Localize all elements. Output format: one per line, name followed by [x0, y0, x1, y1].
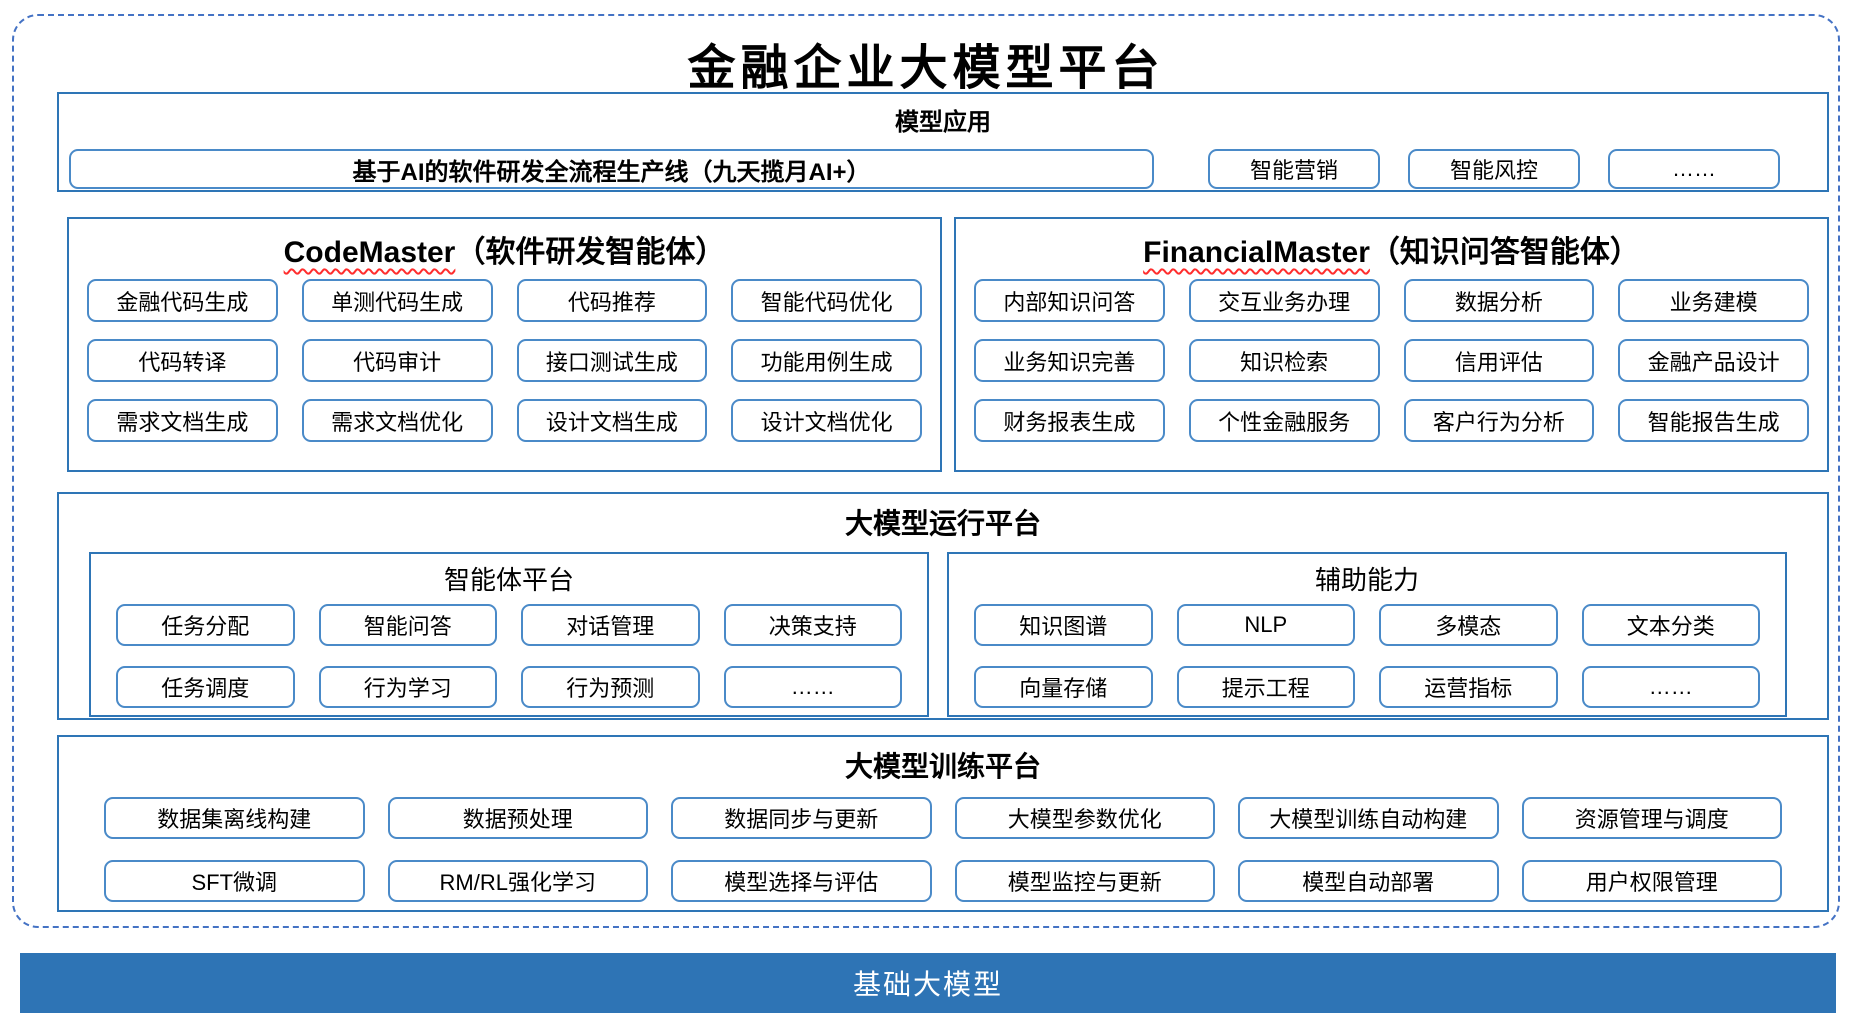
agents-row: CodeMaster（软件研发智能体） 金融代码生成单测代码生成代码推荐智能代码…: [57, 217, 1829, 472]
financialmaster-items-grid: 内部知识问答交互业务办理数据分析业务建模业务知识完善知识检索信用评估金融产品设计…: [956, 279, 1827, 442]
aux-capabilities-grid: 知识图谱 NLP 多模态文本分类向量存储提示工程运营指标 ……: [949, 604, 1785, 708]
codemaster-panel: CodeMaster（软件研发智能体） 金融代码生成单测代码生成代码推荐智能代码…: [67, 217, 942, 472]
financialmaster-item: 智能报告生成: [1618, 399, 1809, 442]
training-item: 用户权限管理: [1521, 860, 1782, 902]
aux-capabilities-group: 辅助能力 知识图谱 NLP 多模态文本分类向量存储提示工程运营指标 ……: [947, 552, 1787, 717]
financialmaster-item: 业务建模: [1618, 279, 1809, 322]
codemaster-item: 代码推荐: [516, 279, 708, 322]
training-item: 大模型训练自动构建: [1238, 797, 1499, 839]
codemaster-item: 需求文档优化: [301, 399, 493, 442]
section-training-platform: 大模型训练平台 数据集离线构建数据预处理数据同步与更新大模型参数优化大模型训练自…: [57, 735, 1829, 912]
codemaster-item: 设计文档生成: [516, 399, 708, 442]
aux-capabilities-title: 辅助能力: [1314, 565, 1419, 595]
financialmaster-item: 信用评估: [1403, 339, 1595, 382]
agent-platform-item: ……: [723, 666, 902, 708]
training-item: RM/RL强化学习: [387, 860, 648, 902]
financialmaster-item: 财务报表生成: [974, 399, 1165, 442]
section-model-applications: 模型应用 基于AI的软件研发全流程生产线（九天揽月AI+） 智能营销智能风控 ……: [57, 92, 1829, 192]
aux-capability-item: 运营指标: [1379, 666, 1558, 708]
section-runtime-platform: 大模型运行平台 智能体平台 任务分配智能问答对话管理决策支持任务调度行为学习行为…: [57, 492, 1829, 720]
model-application-items: 智能营销智能风控 ……: [1208, 149, 1780, 189]
financialmaster-item: 金融产品设计: [1618, 339, 1809, 382]
codemaster-panel-title: CodeMaster（软件研发智能体）: [69, 227, 940, 269]
training-item: 大模型参数优化: [954, 797, 1215, 839]
codemaster-items-grid: 金融代码生成单测代码生成代码推荐智能代码优化代码转译代码审计接口测试生成功能用例…: [69, 279, 940, 442]
financialmaster-item: 业务知识完善: [974, 339, 1165, 382]
model-application-item: ……: [1608, 149, 1780, 189]
codemaster-item: 代码审计: [301, 339, 493, 382]
codemaster-item: 需求文档生成: [87, 399, 278, 442]
training-item: 资源管理与调度: [1521, 797, 1782, 839]
model-application-item: 智能营销: [1208, 149, 1380, 189]
agent-platform-item: 任务分配: [116, 604, 295, 646]
financialmaster-panel: FinancialMaster（知识问答智能体） 内部知识问答交互业务办理数据分…: [954, 217, 1829, 472]
financialmaster-item: 内部知识问答: [974, 279, 1165, 322]
training-item: 数据预处理: [387, 797, 648, 839]
training-item: 模型监控与更新: [954, 860, 1215, 902]
model-application-item: 智能风控: [1408, 149, 1580, 189]
aux-capability-item: 文本分类: [1581, 604, 1760, 646]
training-item: 模型选择与评估: [671, 860, 932, 902]
agent-platform-item: 对话管理: [521, 604, 700, 646]
codemaster-item: 接口测试生成: [516, 339, 708, 382]
aux-capability-item: NLP: [1176, 604, 1355, 646]
ai-pipeline-box: 基于AI的软件研发全流程生产线（九天揽月AI+）: [69, 149, 1154, 189]
agent-platform-item: 行为预测: [521, 666, 700, 708]
training-platform-title: 大模型训练平台: [844, 751, 1041, 782]
financialmaster-title-zh: （知识问答智能体）: [1369, 236, 1640, 269]
agent-platform-group: 智能体平台 任务分配智能问答对话管理决策支持任务调度行为学习行为预测 ……: [89, 552, 929, 717]
financialmaster-item: 个性金融服务: [1188, 399, 1380, 442]
financialmaster-title-en: FinancialMaster: [1143, 236, 1370, 269]
financialmaster-item: 交互业务办理: [1188, 279, 1380, 322]
model-applications-row: 基于AI的软件研发全流程生产线（九天揽月AI+） 智能营销智能风控 ……: [59, 149, 1827, 189]
platform-outline: 金融企业大模型平台 模型应用 基于AI的软件研发全流程生产线（九天揽月AI+） …: [12, 14, 1840, 928]
codemaster-item: 功能用例生成: [731, 339, 922, 382]
aux-capability-item: 提示工程: [1176, 666, 1355, 708]
aux-capability-item: ……: [1581, 666, 1760, 708]
runtime-platform-title: 大模型运行平台: [844, 508, 1041, 539]
financialmaster-item: 数据分析: [1403, 279, 1595, 322]
training-item: 模型自动部署: [1238, 860, 1499, 902]
training-items-grid: 数据集离线构建数据预处理数据同步与更新大模型参数优化大模型训练自动构建资源管理与…: [59, 797, 1827, 902]
codemaster-title-en: CodeMaster: [283, 236, 456, 269]
codemaster-item: 智能代码优化: [731, 279, 922, 322]
aux-capability-item: 知识图谱: [974, 604, 1153, 646]
agent-platform-title: 智能体平台: [443, 565, 574, 595]
section-model-applications-title: 模型应用: [895, 109, 991, 136]
codemaster-item: 金融代码生成: [87, 279, 278, 322]
codemaster-item: 单测代码生成: [301, 279, 493, 322]
training-item: 数据集离线构建: [104, 797, 365, 839]
financialmaster-panel-title: FinancialMaster（知识问答智能体）: [956, 227, 1827, 269]
agent-platform-item: 智能问答: [318, 604, 497, 646]
training-item: 数据同步与更新: [671, 797, 932, 839]
agent-platform-item: 行为学习: [318, 666, 497, 708]
aux-capability-item: 多模态: [1379, 604, 1558, 646]
page-title: 金融企业大模型平台: [687, 40, 1165, 96]
codemaster-item: 设计文档优化: [731, 399, 922, 442]
agent-platform-item: 决策支持: [723, 604, 902, 646]
codemaster-title-zh: （软件研发智能体）: [455, 236, 726, 269]
foundation-model-bar: 基础大模型: [20, 953, 1836, 1013]
training-item: SFT微调: [104, 860, 365, 902]
financialmaster-item: 客户行为分析: [1403, 399, 1595, 442]
aux-capability-item: 向量存储: [974, 666, 1153, 708]
financialmaster-item: 知识检索: [1188, 339, 1380, 382]
runtime-groups-row: 智能体平台 任务分配智能问答对话管理决策支持任务调度行为学习行为预测 …… 辅助能…: [59, 552, 1827, 717]
agent-platform-item: 任务调度: [116, 666, 295, 708]
agent-platform-grid: 任务分配智能问答对话管理决策支持任务调度行为学习行为预测 ……: [91, 604, 927, 708]
codemaster-item: 代码转译: [87, 339, 278, 382]
